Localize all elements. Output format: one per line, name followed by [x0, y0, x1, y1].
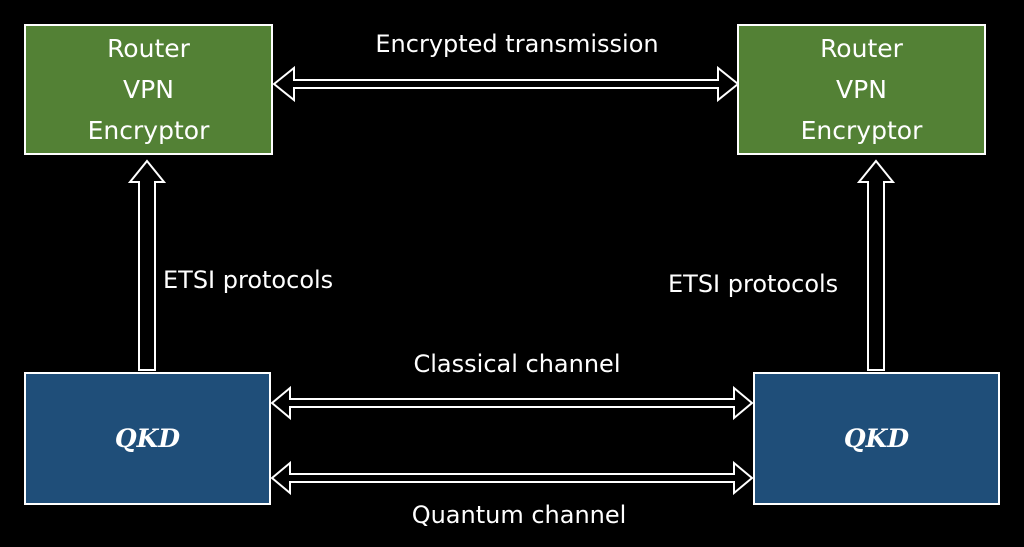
encrypted-transmission-arrow	[272, 65, 740, 103]
left-router-box: Router VPN Encryptor	[24, 24, 273, 155]
right-vpn-label: VPN	[836, 75, 887, 104]
quantum-channel-arrow	[270, 460, 754, 496]
quantum-channel-label: Quantum channel	[411, 501, 627, 529]
etsi-left-arrow	[127, 159, 167, 371]
classical-channel-arrow	[270, 385, 754, 421]
classical-channel-label: Classical channel	[413, 350, 621, 378]
etsi-right-arrow	[856, 159, 896, 371]
right-encryptor-label: Encryptor	[800, 116, 923, 145]
etsi-left-label: ETSI protocols	[163, 266, 334, 294]
etsi-right-label: ETSI protocols	[668, 270, 839, 298]
left-router-label: Router	[107, 34, 190, 63]
encrypted-transmission-label: Encrypted transmission	[375, 30, 659, 58]
left-vpn-label: VPN	[123, 75, 174, 104]
left-qkd-box: QKD	[24, 372, 271, 505]
right-router-label: Router	[820, 34, 903, 63]
left-encryptor-label: Encryptor	[87, 116, 210, 145]
right-router-box: Router VPN Encryptor	[737, 24, 986, 155]
left-qkd-label: QKD	[114, 424, 181, 453]
right-qkd-box: QKD	[753, 372, 1000, 505]
right-qkd-label: QKD	[843, 424, 910, 453]
